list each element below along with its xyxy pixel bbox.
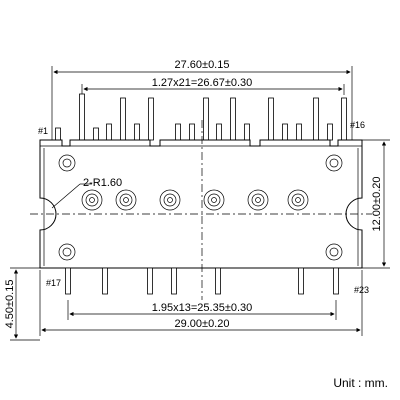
package-body <box>39 139 363 269</box>
hole-radius-text: 2-R1.60 <box>83 177 122 189</box>
right-height-text: 12.00±0.20 <box>371 177 383 232</box>
bottom-pin <box>171 267 177 295</box>
dim-right-height: 12.00±0.20 <box>362 139 390 269</box>
dim-bottom-pin-pitch: 1.95x13=25.35±0.30 <box>67 300 337 320</box>
top-pin <box>93 127 99 141</box>
bottom-pin <box>147 267 153 295</box>
top-pin <box>230 97 236 141</box>
top-pin <box>313 97 319 141</box>
bottom-pin <box>298 267 304 295</box>
overall-bottom-width-text: 29.00±0.20 <box>175 318 230 330</box>
top-pin <box>106 123 112 141</box>
top-pin <box>203 97 209 141</box>
pin17-label: #17 <box>46 278 61 288</box>
bottom-pin <box>65 267 71 295</box>
top-pin <box>55 127 61 141</box>
top-pin <box>189 123 195 141</box>
bottom-pin <box>215 267 221 295</box>
top-pin <box>79 93 85 141</box>
overall-top-width-text: 27.60±0.15 <box>175 59 230 71</box>
top-pin <box>296 123 302 141</box>
bottom-pin-row <box>65 267 339 295</box>
bottom-pin <box>333 267 339 295</box>
dim-overall-bottom-width: 29.00±0.20 <box>39 270 363 336</box>
top-pin <box>282 123 288 141</box>
top-pin <box>148 97 154 141</box>
top-pin-pitch-text: 1.27x21=26.67±0.30 <box>152 77 253 89</box>
mounting-holes <box>58 154 343 261</box>
top-pin <box>120 97 126 141</box>
top-pin <box>341 97 347 141</box>
pin1-label: #1 <box>38 126 48 136</box>
top-pin <box>216 123 222 141</box>
terminal-hole <box>247 189 269 211</box>
terminal-hole <box>159 189 181 211</box>
top-pin <box>134 123 140 141</box>
terminal-holes <box>81 189 309 211</box>
terminal-hole <box>81 189 103 211</box>
top-pin <box>244 123 250 141</box>
unit-label: Unit : mm. <box>333 376 388 390</box>
pin16-label: #16 <box>350 120 365 130</box>
terminal-hole <box>115 189 137 211</box>
terminal-hole <box>287 189 309 211</box>
radius-callout: 2-R1.60 <box>51 177 122 209</box>
dim-overall-top-width: 27.60±0.15 <box>51 59 353 140</box>
bottom-pin-pitch-text: 1.95x13=25.35±0.30 <box>152 302 253 314</box>
top-pin <box>268 97 274 141</box>
pin23-label: #23 <box>354 285 369 295</box>
terminal-hole <box>203 189 225 211</box>
left-height-text: 4.50±0.15 <box>4 280 16 329</box>
dim-top-pin-pitch: 1.27x21=26.67±0.30 <box>81 77 345 95</box>
top-pin <box>327 123 333 141</box>
dim-left-height: 4.50±0.15 <box>4 267 40 341</box>
bottom-pin <box>102 267 108 295</box>
top-pin <box>175 123 181 141</box>
top-pin-row <box>55 93 347 141</box>
